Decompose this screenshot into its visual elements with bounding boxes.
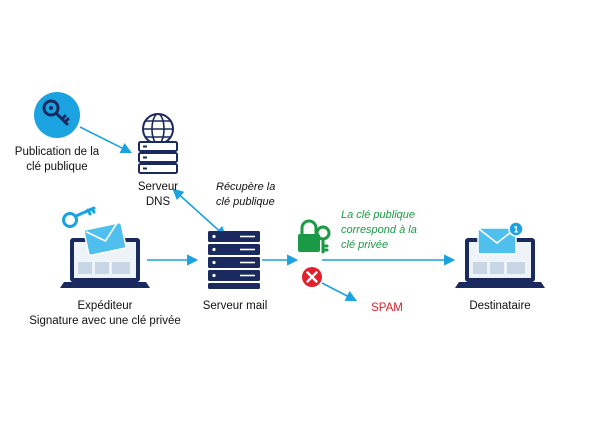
padlock-key-icon bbox=[298, 219, 331, 254]
key-circle-icon bbox=[34, 92, 80, 138]
server-globe-icon bbox=[138, 113, 178, 174]
dns-label-line1: Serveur bbox=[137, 181, 179, 193]
sender-label: Expéditeur Signature avec une clé privée bbox=[10, 299, 200, 329]
notification-badge-count: 1 bbox=[513, 225, 518, 235]
arrows bbox=[79, 126, 456, 302]
error-icon bbox=[302, 267, 322, 287]
arrow-dns-mailserver bbox=[172, 188, 227, 238]
spam-label: SPAM bbox=[362, 301, 412, 316]
recipient-label-text: Destinataire bbox=[469, 300, 531, 312]
mail-server-label-text: Serveur mail bbox=[202, 300, 268, 312]
arrow-to-spam bbox=[321, 282, 357, 302]
server-rack-icon bbox=[208, 231, 260, 289]
sender-label-line1: Expéditeur bbox=[77, 300, 133, 312]
match-label-line2: correspond à la bbox=[341, 224, 417, 236]
dns-label: Serveur DNS bbox=[118, 180, 198, 210]
retrieve-label: Récupère la clé publique bbox=[216, 180, 306, 210]
recipient-label: Destinataire bbox=[450, 299, 550, 314]
spam-label-text: SPAM bbox=[371, 302, 403, 314]
publication-label-line2: clé publique bbox=[26, 161, 88, 173]
retrieve-label-line2: clé publique bbox=[216, 196, 275, 208]
retrieve-label-line1: Récupère la bbox=[216, 181, 276, 193]
mail-server-label: Serveur mail bbox=[190, 299, 280, 314]
sender-label-line2: Signature avec une clé privée bbox=[29, 315, 181, 327]
match-label-line1: La clé publique bbox=[341, 209, 416, 221]
match-label-line3: clé privée bbox=[341, 239, 389, 251]
laptop-mail-notification-icon bbox=[455, 221, 545, 288]
publication-label: Publication de la clé publique bbox=[2, 145, 112, 175]
dns-label-line2: DNS bbox=[145, 196, 171, 208]
arrow-publication-to-dns bbox=[79, 126, 133, 154]
publication-label-line1: Publication de la bbox=[14, 146, 100, 158]
laptop-mail-icon bbox=[60, 206, 150, 288]
match-label: La clé publique correspond à la clé priv… bbox=[341, 208, 451, 253]
